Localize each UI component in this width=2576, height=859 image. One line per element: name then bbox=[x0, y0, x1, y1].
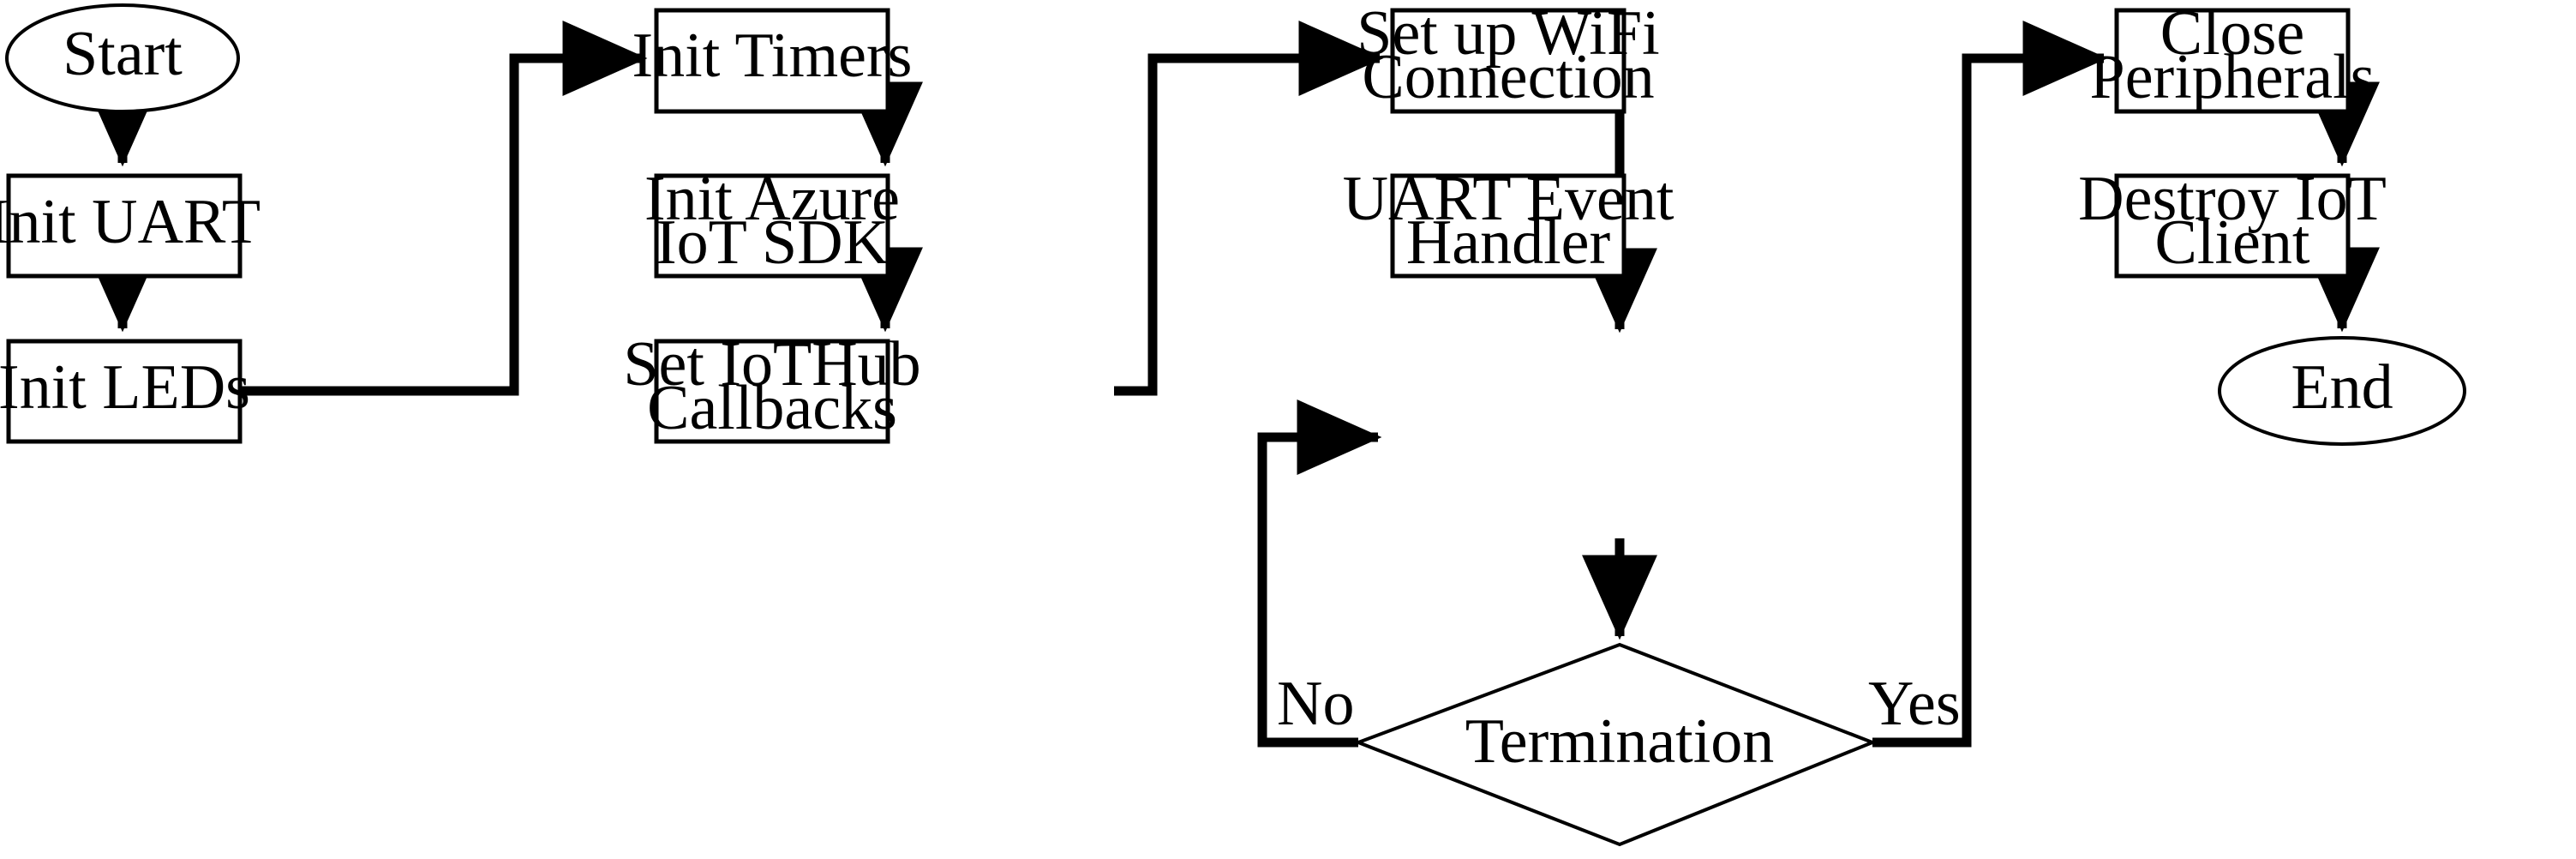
init-leds-box bbox=[6, 339, 243, 444]
close-peripherals-label-line1: Close bbox=[2160, 0, 2305, 69]
init-azure-iot-sdk-label-line2: IoT SDK bbox=[656, 207, 889, 278]
node-set-iothub-callbacks[interactable]: Set IoTHub Callbacks bbox=[623, 329, 921, 444]
edge-init-leds-to-init-timers bbox=[240, 21, 648, 396]
start-label: Start bbox=[63, 19, 183, 89]
edge-termination-yes-to-close-peripherals bbox=[1872, 21, 2108, 748]
set-iothub-callbacks-box bbox=[654, 339, 890, 444]
init-uart-label: Init UART bbox=[0, 187, 261, 257]
edge-set-callbacks-to-wifi bbox=[1114, 21, 1384, 396]
close-peripherals-box bbox=[2114, 8, 2351, 114]
termination-label: Termination bbox=[1465, 706, 1775, 777]
node-start[interactable]: Start bbox=[5, 3, 240, 113]
node-init-azure-iot-sdk[interactable]: Init Azure IoT SDK bbox=[644, 164, 900, 279]
end-label: End bbox=[2291, 352, 2393, 423]
start-ellipse bbox=[5, 3, 240, 113]
init-leds-label: Init LEDs bbox=[0, 352, 250, 423]
uart-event-handler-box bbox=[1390, 173, 1626, 279]
init-uart-box bbox=[6, 173, 243, 279]
node-termination[interactable]: Termination bbox=[1353, 642, 1878, 847]
set-up-wifi-connection-label-line2: Connection bbox=[1362, 42, 1654, 112]
close-peripherals-label-line2: Peripherals bbox=[2090, 42, 2375, 112]
destroy-iot-client-label-line2: Client bbox=[2155, 207, 2310, 278]
init-azure-iot-sdk-box bbox=[654, 173, 890, 279]
node-end[interactable]: End bbox=[2218, 336, 2466, 446]
set-up-wifi-connection-label-line1: Set up WiFi bbox=[1357, 0, 1659, 69]
node-init-leds[interactable]: Init LEDs bbox=[0, 339, 250, 444]
node-uart-event-handler[interactable]: UART Event Handler bbox=[1343, 164, 1674, 279]
node-init-timers[interactable]: Init Timers bbox=[632, 8, 913, 114]
node-destroy-iot-client[interactable]: Destroy IoT Client bbox=[2078, 164, 2387, 279]
node-set-up-wifi-connection[interactable]: Set up WiFi Connection bbox=[1357, 0, 1660, 114]
edge-label-no: No bbox=[1277, 669, 1354, 739]
set-up-wifi-connection-box bbox=[1390, 8, 1626, 114]
init-azure-iot-sdk-label-line1: Init Azure bbox=[644, 164, 900, 234]
edge-termination-no-to-uart-event-handler bbox=[1257, 399, 1382, 748]
node-init-uart[interactable]: Init UART bbox=[0, 173, 261, 279]
destroy-iot-client-box bbox=[2114, 173, 2351, 279]
uart-event-handler-label-line2: Handler bbox=[1406, 207, 1610, 278]
uart-event-handler-label-line1: UART Event bbox=[1343, 164, 1674, 234]
termination-diamond bbox=[1353, 642, 1878, 847]
destroy-iot-client-label-line1: Destroy IoT bbox=[2078, 164, 2387, 234]
edge-label-yes: Yes bbox=[1868, 669, 1961, 739]
init-timers-box bbox=[654, 8, 890, 114]
set-iothub-callbacks-label-line1: Set IoTHub bbox=[623, 329, 920, 399]
init-timers-label: Init Timers bbox=[632, 21, 913, 91]
node-close-peripherals[interactable]: Close Peripherals bbox=[2090, 0, 2375, 114]
set-iothub-callbacks-label-line2: Callbacks bbox=[647, 373, 897, 443]
end-ellipse bbox=[2218, 336, 2466, 446]
edge-layer bbox=[85, 21, 2380, 748]
